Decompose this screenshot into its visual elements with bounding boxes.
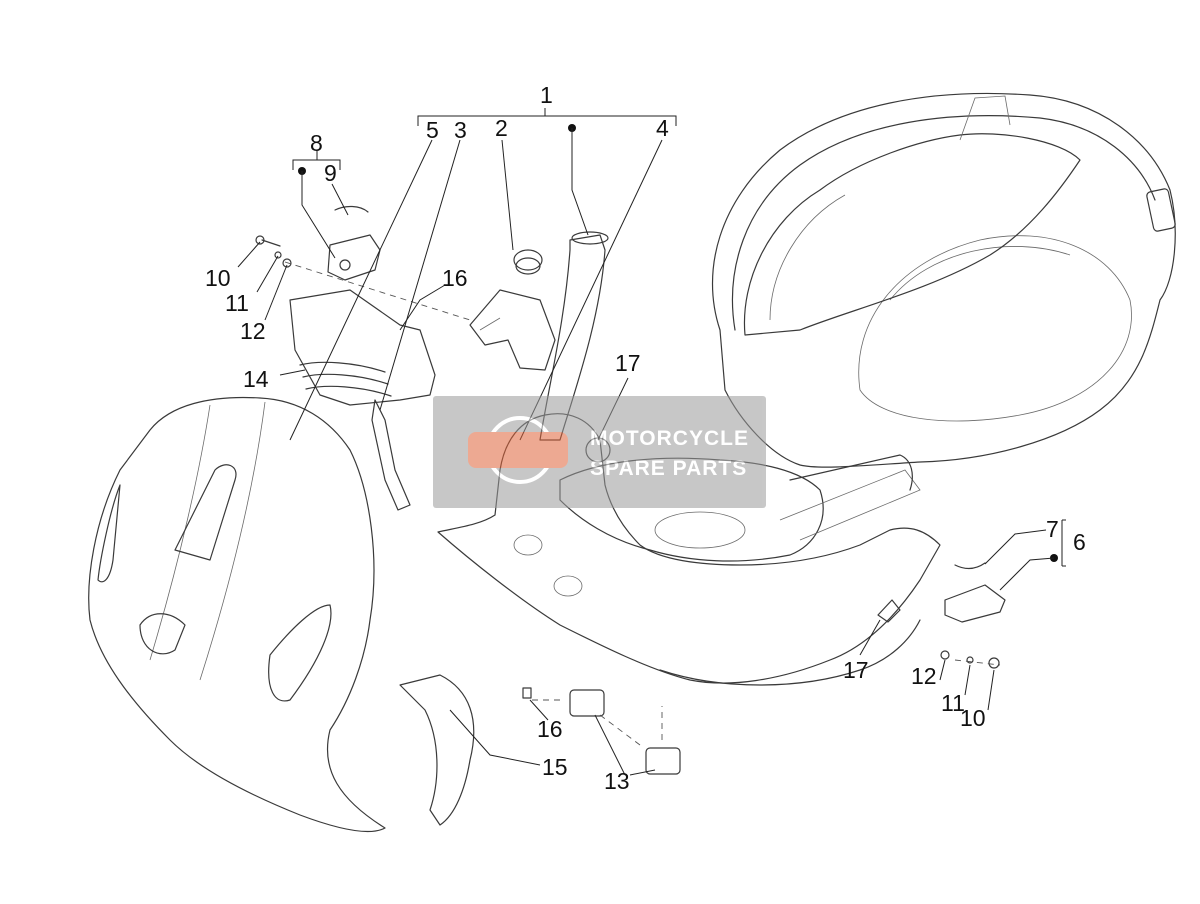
bolt-left[interactable] [255,235,292,268]
callout-10-right: 10 [960,705,986,731]
lock-right-part6[interactable] [944,562,1006,623]
inner-glovebox[interactable] [289,289,436,406]
callout-13: 13 [604,768,630,794]
front-shield[interactable] [88,396,386,833]
callout-12-left: 12 [240,318,266,344]
callout-labels: 1 5 3 2 4 8 9 10 11 12 16 14 17 7 6 17 1… [205,82,1086,794]
clip-part16[interactable] [522,687,532,699]
callout-7: 7 [1046,516,1059,542]
callout-2: 2 [495,115,508,141]
callout-10-left: 10 [205,265,231,291]
bolt-right[interactable] [940,650,1000,669]
callout-17-top: 17 [615,350,641,376]
callout-6: 6 [1073,529,1086,555]
callout-3: 3 [454,117,467,143]
body-shell[interactable] [711,92,1176,468]
callout-14: 14 [243,366,269,392]
callout-8: 8 [310,130,323,156]
callout-11-right: 11 [941,690,965,716]
callout-5: 5 [426,117,439,143]
callout-1: 1 [540,82,553,108]
callout-4: 4 [656,115,669,141]
lock-assembly[interactable] [327,205,381,281]
callout-9: 9 [324,160,337,186]
callout-12-right: 12 [911,663,937,689]
watermark: MOTORCYCLE SPARE PARTS [433,396,766,508]
watermark-line2: SPARE PARTS [590,457,747,480]
bracket-part3[interactable] [371,399,411,511]
cover-part15[interactable] [399,674,475,826]
cap-part17-bottom[interactable] [877,599,901,623]
callout-11-left: 11 [225,290,249,316]
callout-16-top: 16 [442,265,468,291]
watermark-line1: MOTORCYCLE [590,427,749,450]
grommet-part13[interactable] [569,689,681,775]
bushing-part2[interactable] [513,249,543,275]
callout-16-bottom: 16 [537,716,563,742]
callout-15: 15 [542,754,568,780]
callout-17-bottom: 17 [843,657,869,683]
